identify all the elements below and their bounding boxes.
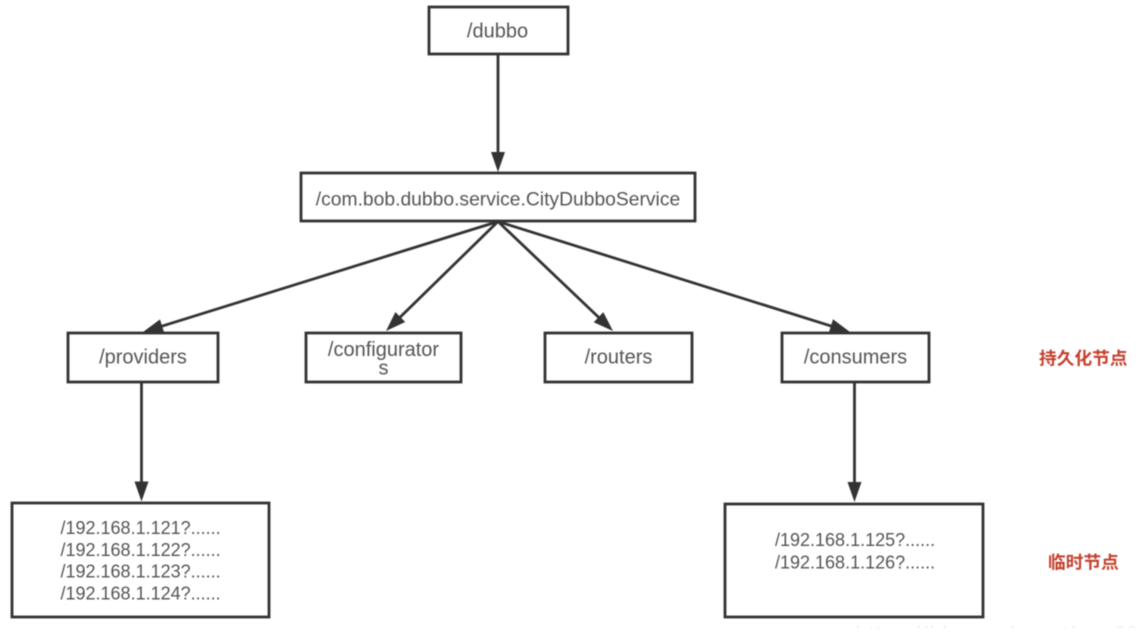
svg-text:/routers: /routers xyxy=(585,347,653,369)
svg-text:/dubbo: /dubbo xyxy=(467,21,528,43)
svg-text:/com.bob.dubbo.service.CityDub: /com.bob.dubbo.service.CityDubboService xyxy=(316,190,680,211)
svg-text:/providers: /providers xyxy=(99,347,187,369)
svg-text:/192.168.1.123?......: /192.168.1.123?...... xyxy=(61,562,221,582)
svg-text:/configurator: /configurator xyxy=(328,339,440,361)
svg-text:/192.168.1.121?......: /192.168.1.121?...... xyxy=(61,518,221,538)
svg-text:s: s xyxy=(379,358,389,380)
svg-text:/192.168.1.125?......: /192.168.1.125?...... xyxy=(775,530,935,550)
svg-text:https://blog.csdn.net/qq_38826: https://blog.csdn.net/qq_38826019 xyxy=(856,623,1140,628)
svg-text:/consumers: /consumers xyxy=(804,347,907,369)
svg-text:/192.168.1.124?......: /192.168.1.124?...... xyxy=(61,583,221,603)
svg-text:/192.168.1.126?......: /192.168.1.126?...... xyxy=(775,552,935,572)
svg-text:/192.168.1.122?......: /192.168.1.122?...... xyxy=(61,540,221,560)
